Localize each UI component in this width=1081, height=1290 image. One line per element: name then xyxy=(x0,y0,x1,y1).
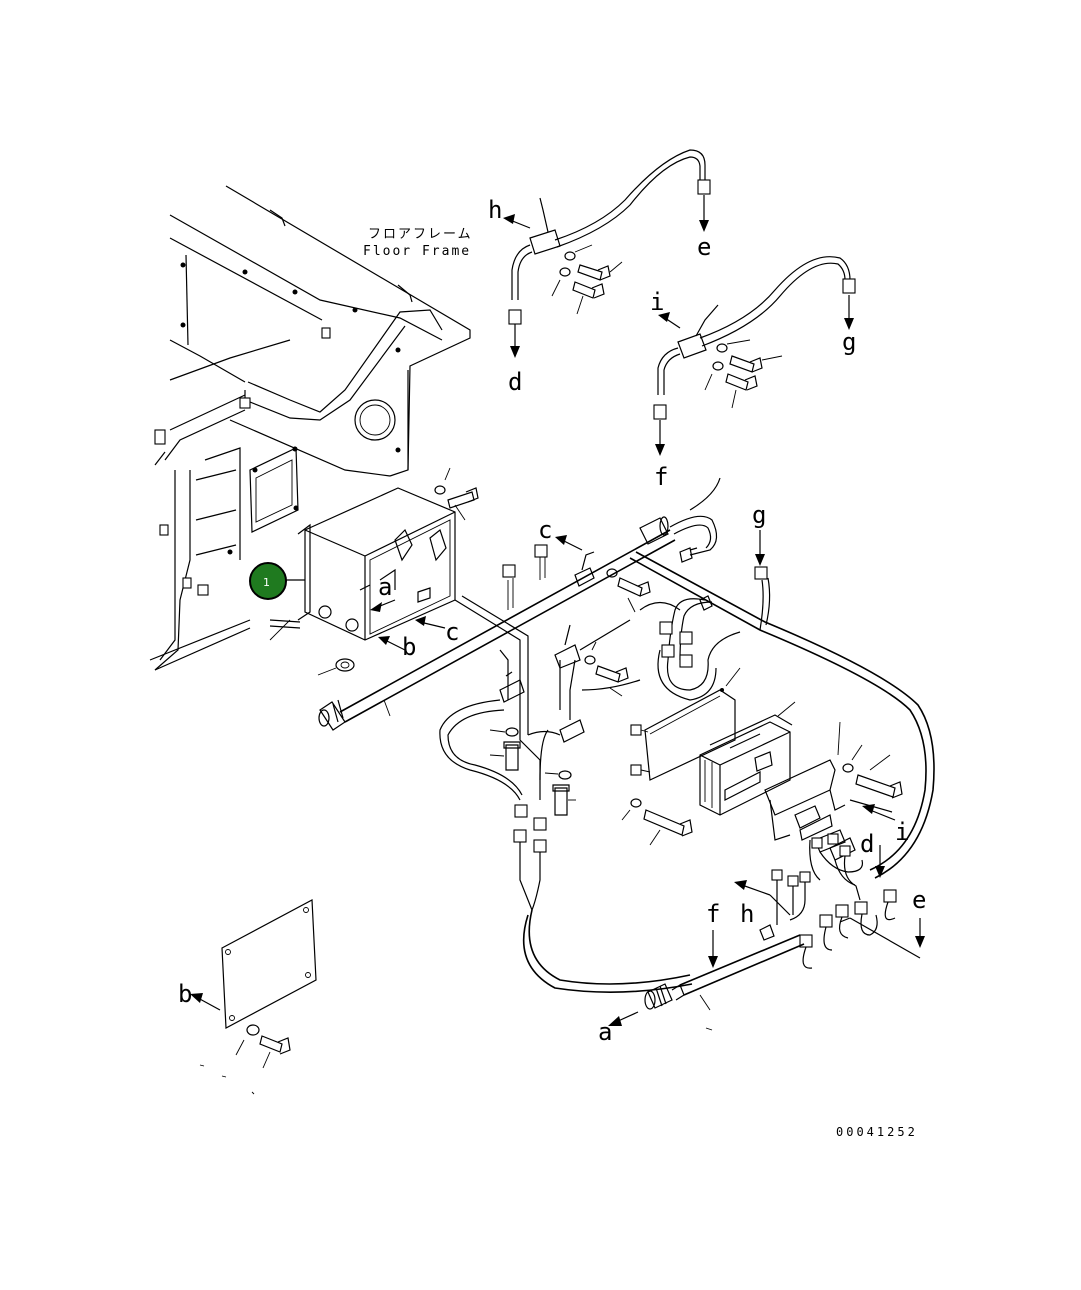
box-mount-bolt xyxy=(434,467,479,521)
cover-plate xyxy=(190,899,317,1095)
letter-g-top: g xyxy=(842,328,856,356)
frame-label-japanese: フロアフレーム xyxy=(368,227,473,242)
letter-h-top: h xyxy=(488,196,502,224)
letter-g-mid: g xyxy=(752,501,766,529)
letter-e-top: e xyxy=(697,233,711,261)
mid-arrows xyxy=(555,530,765,566)
harness-connectors-mid xyxy=(513,804,693,993)
controller-box xyxy=(269,487,456,641)
box-grommet xyxy=(317,658,355,676)
letter-d-right: d xyxy=(860,830,874,858)
callout-number: 1 xyxy=(263,576,270,589)
letter-i-right: i xyxy=(895,818,909,846)
frame-label-english: Floor Frame xyxy=(363,244,471,259)
lower-harness xyxy=(608,924,805,1031)
harness-branch-right xyxy=(629,551,935,879)
floor-frame xyxy=(149,185,471,671)
ecu-bracket xyxy=(764,721,846,841)
letter-d-top: d xyxy=(508,368,522,396)
bracket-bolts-lower xyxy=(489,727,576,816)
letter-i-top: i xyxy=(650,288,664,316)
letter-f-low: f xyxy=(706,900,720,928)
letter-c-mid: c xyxy=(538,516,552,544)
callout-badge: 1 xyxy=(249,562,305,600)
letter-f-top: f xyxy=(654,463,668,491)
drawing-number: 00041252 xyxy=(836,1125,918,1139)
ecu-module xyxy=(699,701,796,816)
connector-group-right xyxy=(653,256,856,456)
letter-b-box: b xyxy=(402,633,416,661)
letter-c-box: c xyxy=(445,618,459,646)
ecu-plate xyxy=(630,667,741,781)
letter-e-right: e xyxy=(912,886,926,914)
box-arrows xyxy=(370,599,446,651)
letter-h-right: h xyxy=(740,900,754,928)
letter-b-plate: b xyxy=(178,980,192,1008)
connector-cluster-right xyxy=(734,799,925,969)
bracket-bolt-upper xyxy=(584,641,629,697)
main-harness xyxy=(318,477,721,731)
harness-clamp-bolt xyxy=(606,568,651,613)
ecu-bolt-left xyxy=(621,798,693,846)
letter-a-low: a xyxy=(598,1018,612,1046)
harness-branch-down xyxy=(439,595,641,801)
connector-group-upper xyxy=(503,149,711,358)
ecu-bolt-right xyxy=(842,744,903,799)
letter-a-box: a xyxy=(378,573,392,601)
